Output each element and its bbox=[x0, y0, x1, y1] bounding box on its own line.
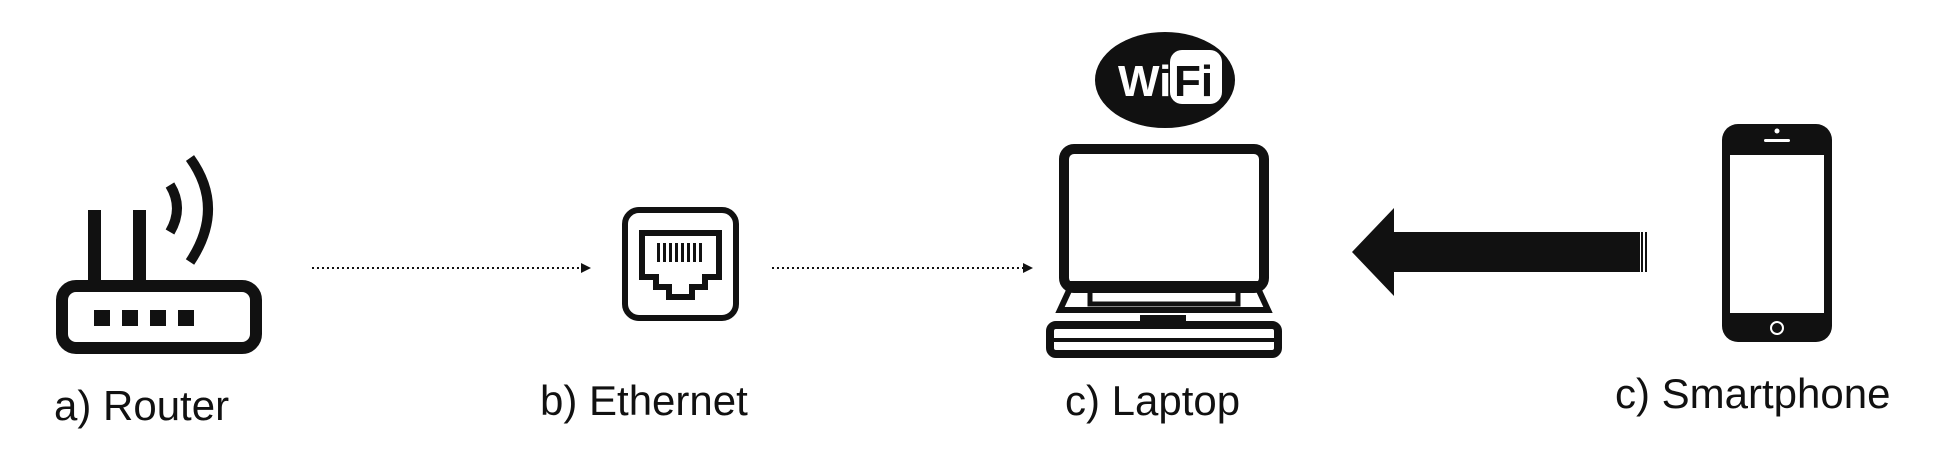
laptop-icon bbox=[1046, 144, 1282, 358]
wifi-text-left: Wi bbox=[1118, 57, 1171, 106]
router-label: a) Router bbox=[54, 382, 230, 429]
ethernet-label: b) Ethernet bbox=[540, 377, 748, 424]
edge-smartphone-laptop bbox=[1352, 208, 1647, 296]
wifi-text-right: Fi bbox=[1174, 57, 1213, 106]
smartphone-icon bbox=[1722, 124, 1832, 342]
smartphone-label: c) Smartphone bbox=[1615, 370, 1891, 417]
wifi-badge-icon: Wi Fi bbox=[1095, 32, 1235, 128]
laptop-label: c) Laptop bbox=[1065, 377, 1241, 424]
ethernet-port-icon bbox=[622, 207, 739, 321]
router-icon bbox=[56, 155, 262, 354]
